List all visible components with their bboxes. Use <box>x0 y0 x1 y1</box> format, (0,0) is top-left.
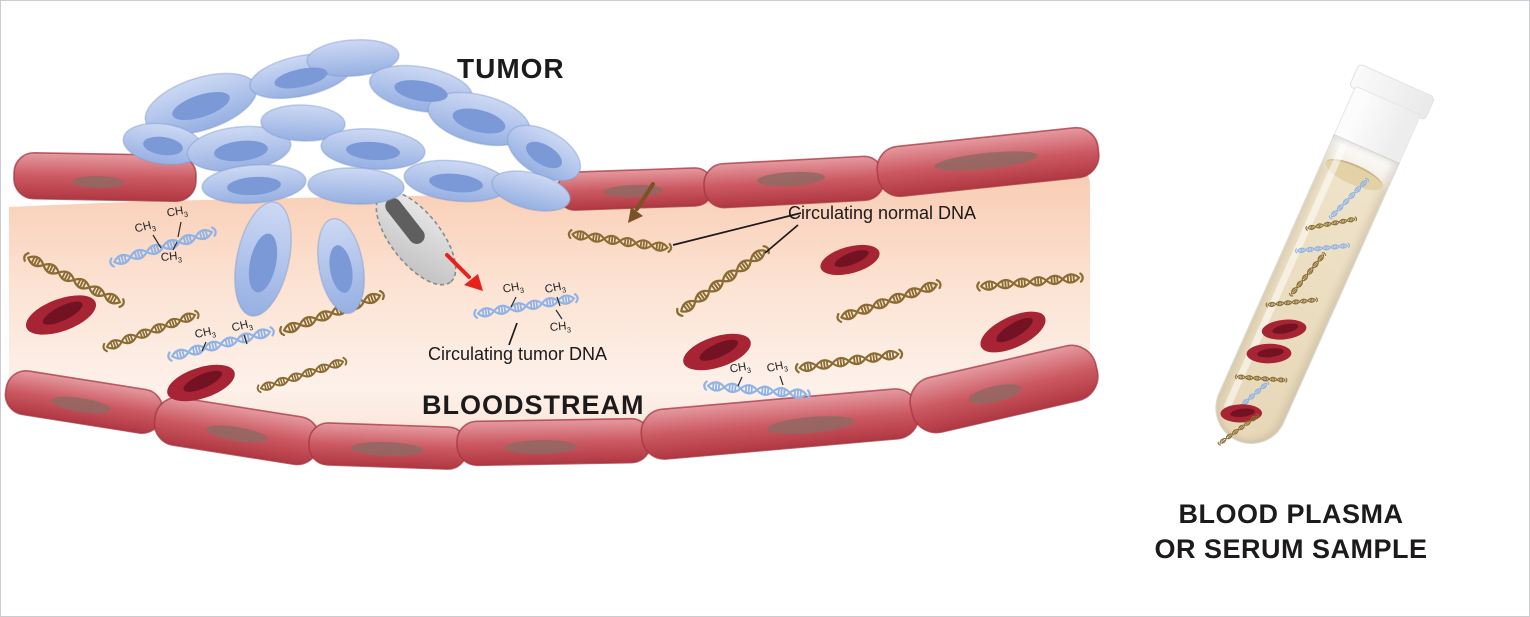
methyl-group-label: CH3 <box>160 250 183 265</box>
vessel-wall-top <box>13 126 1100 211</box>
circulating-normal-dna-label: Circulating normal DNA <box>788 203 977 223</box>
sample-label: BLOOD PLASMA OR SERUM SAMPLE <box>1141 497 1441 566</box>
tumor-cluster-nuclei <box>143 67 563 293</box>
circulating-tumor-dna-label: Circulating tumor DNA <box>428 344 608 364</box>
bloodstream-label: BLOODSTREAM <box>422 390 645 420</box>
methyl-group-label: CH3 <box>549 320 572 335</box>
brown-arrow-icon <box>628 182 655 223</box>
apoptotic-cell-icon <box>375 190 457 286</box>
sample-label-line1: BLOOD PLASMA <box>1178 499 1404 529</box>
methyl-connectors <box>152 221 784 387</box>
sample-label-line2: OR SERUM SAMPLE <box>1154 533 1428 564</box>
vessel-wall-top-nuclei <box>72 151 1038 198</box>
vessel-wall-bottom-nuclei <box>51 384 1022 457</box>
tumor-label: TUMOR <box>457 53 565 84</box>
pointer-lines <box>508 212 802 346</box>
red-arrow-icon <box>445 253 483 291</box>
